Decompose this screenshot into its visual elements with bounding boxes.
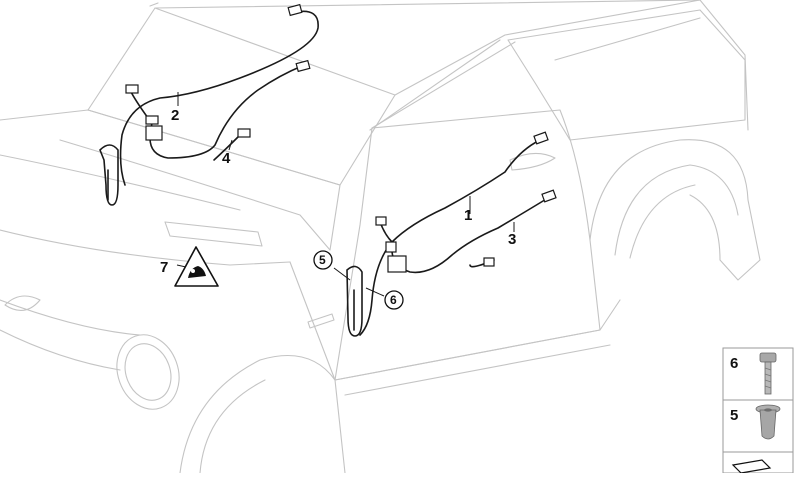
parts-legend: 6 5 (722, 347, 794, 474)
callout-3: 3 (508, 231, 516, 248)
callout-numbers: 1 2 3 4 7 (160, 107, 516, 276)
callout-2: 2 (171, 107, 179, 124)
legend-label-5: 5 (730, 407, 738, 424)
leader-lines (176, 92, 515, 297)
circled-callout-6: 6 (384, 290, 404, 310)
svg-text:6: 6 (390, 293, 397, 307)
callout-1: 1 (464, 207, 472, 224)
arrow-symbol-icon (731, 459, 772, 474)
car-body-outline (0, 0, 761, 474)
harness-door (346, 131, 557, 337)
legend-label-6: 6 (730, 355, 738, 372)
svg-text:5: 5 (319, 253, 326, 267)
callout-7: 7 (160, 259, 168, 276)
harness-front-roof (99, 3, 319, 206)
warning-label-icon (174, 246, 219, 287)
circled-callout-5: 5 (313, 250, 333, 270)
rivet-nut-icon (755, 404, 781, 440)
legend-box-6 (722, 347, 794, 401)
callout-4: 4 (222, 150, 231, 167)
bolt-icon (759, 352, 777, 395)
